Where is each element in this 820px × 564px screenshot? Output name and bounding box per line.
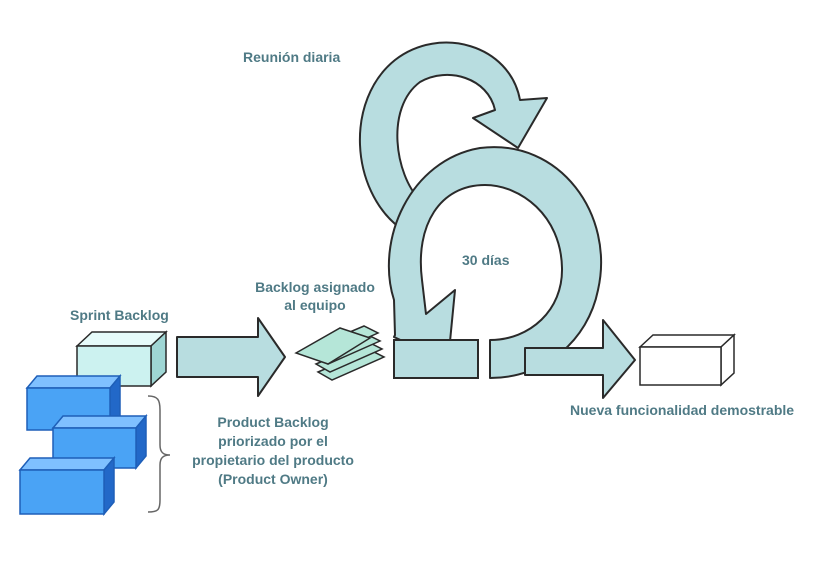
product-backlog-boxes [18,373,148,517]
sprint-cycle-ring [387,146,603,379]
assigned-backlog-stack [294,325,386,381]
backlog-to-team-arrow [176,317,286,397]
output-arrow [524,319,636,399]
product-backlog-brace [147,395,171,513]
daily-meeting-label: Reunión diaria [243,49,340,65]
daily-cycle-arrow [358,41,548,229]
thirty-days-label: 30 días [462,252,510,268]
product-backlog-label-3: propietario del producto [192,452,354,468]
assigned-backlog-label-1: Backlog asignado [255,279,375,295]
new-functionality-label: Nueva funcionalidad demostrable [570,402,794,418]
sprint-entry-block [393,339,479,379]
product-backlog-label-2: priorizado por el [218,433,328,449]
product-backlog-label-4: (Product Owner) [218,471,328,487]
product-backlog-label-1: Product Backlog [217,414,328,430]
new-functionality-box [638,333,736,387]
sprint-backlog-label: Sprint Backlog [70,307,169,323]
assigned-backlog-label-2: al equipo [284,297,345,313]
